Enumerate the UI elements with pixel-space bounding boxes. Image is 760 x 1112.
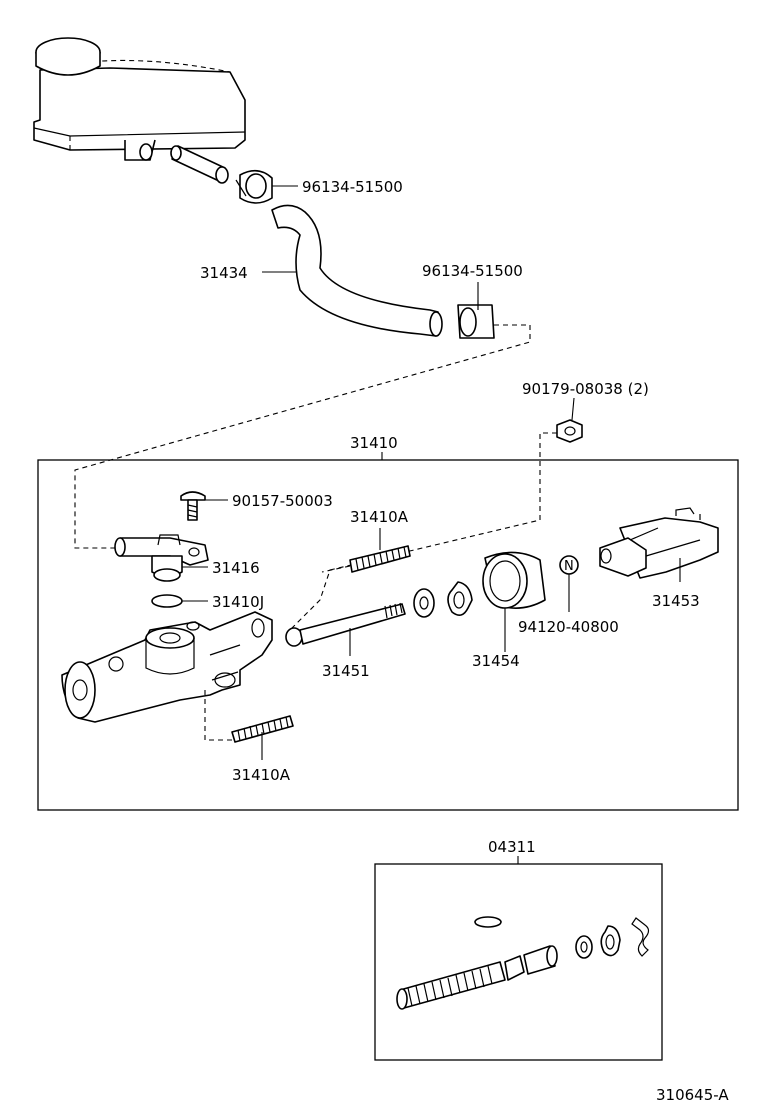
reservoir-hose[interactable] bbox=[271, 204, 443, 337]
inlet-fitting[interactable] bbox=[114, 534, 209, 582]
master-cylinder-body[interactable] bbox=[61, 611, 273, 723]
hose-clamp-lower[interactable] bbox=[457, 300, 495, 339]
label-n: N bbox=[564, 559, 574, 574]
label-screw: 90157-50003 bbox=[232, 492, 333, 510]
label-hose: 31434 bbox=[200, 264, 248, 282]
reservoir-outlet bbox=[170, 145, 229, 184]
screw[interactable] bbox=[180, 491, 206, 521]
snap-ring[interactable] bbox=[447, 581, 473, 616]
kit-o-ring[interactable] bbox=[474, 916, 502, 928]
label-kit: 04311 bbox=[488, 838, 536, 856]
stud-bolt-lower[interactable] bbox=[231, 715, 294, 743]
push-rod[interactable] bbox=[285, 602, 406, 647]
clevis[interactable] bbox=[599, 507, 719, 579]
hose-clamp-upper[interactable] bbox=[235, 169, 273, 204]
label-assembly: 31410 bbox=[350, 434, 398, 452]
kit-washer[interactable] bbox=[575, 935, 593, 959]
label-pushrod: 31451 bbox=[322, 662, 370, 680]
o-ring[interactable] bbox=[151, 594, 183, 608]
label-boot-part: 94120-40800 bbox=[518, 618, 619, 636]
assembly-frame bbox=[37, 459, 739, 811]
label-oring: 31410J bbox=[212, 593, 264, 611]
hex-nut[interactable] bbox=[556, 419, 583, 443]
stud-bolt-upper[interactable] bbox=[349, 545, 411, 573]
label-clamp-lower: 96134-51500 bbox=[422, 262, 523, 280]
boot-n-marker: N bbox=[559, 555, 579, 575]
kit-clip[interactable] bbox=[631, 917, 650, 957]
label-stud-upper: 31410A bbox=[350, 508, 409, 526]
reservoir[interactable] bbox=[33, 37, 246, 161]
diagram-code: 310645-A bbox=[656, 1086, 729, 1104]
label-stud-lower: 31410A bbox=[232, 766, 291, 784]
label-nut: 90179-08038 (2) bbox=[522, 380, 649, 398]
kit-piston-assembly[interactable] bbox=[396, 945, 558, 1010]
label-inlet: 31416 bbox=[212, 559, 260, 577]
label-clamp-upper: 96134-51500 bbox=[302, 178, 403, 196]
dust-boot[interactable] bbox=[482, 551, 546, 609]
kit-snap-ring[interactable] bbox=[600, 925, 621, 957]
label-boot: 31454 bbox=[472, 652, 520, 670]
washer[interactable] bbox=[413, 588, 435, 618]
label-clevis: 31453 bbox=[652, 592, 700, 610]
